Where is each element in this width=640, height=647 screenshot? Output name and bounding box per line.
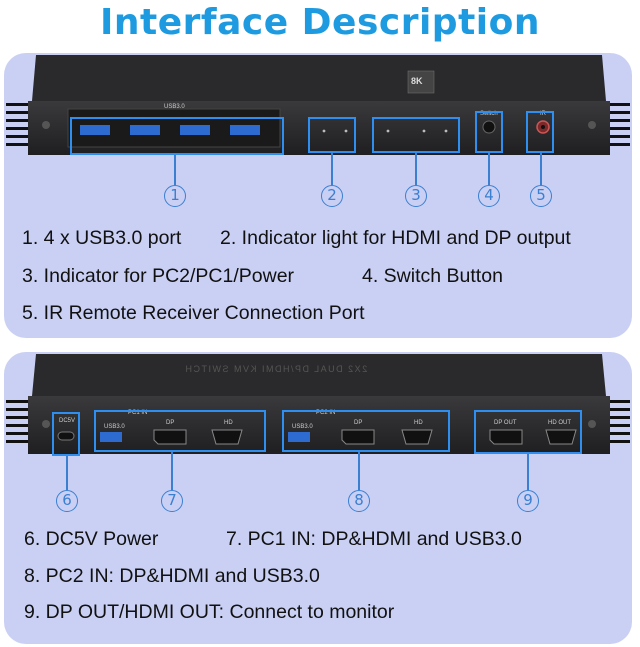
- description-3: 3. Indicator for PC2/PC1/Power: [22, 265, 295, 287]
- leader-line-6: [66, 456, 68, 490]
- switch-callout-box: [475, 111, 503, 153]
- marker-1: 1: [164, 185, 186, 207]
- pc2-label: PC2 IN: [316, 410, 336, 416]
- leader-line-8: [358, 452, 360, 490]
- marker-5: 5: [530, 185, 552, 207]
- front-panel-section: 8K USB3.0 Switch IR 1 2 3 4 5 1. 4 x USB…: [4, 53, 632, 338]
- leader-line-7: [171, 452, 173, 490]
- output-callout-box: [474, 410, 582, 454]
- description-2: 2. Indicator light for HDMI and DP outpu…: [220, 227, 571, 249]
- leader-line-9: [527, 454, 529, 490]
- pc-led-callout-box: [372, 117, 460, 153]
- pc1-hd-label: HD: [224, 420, 233, 426]
- pc2-hd-label: HD: [414, 420, 423, 426]
- badge-8k: 8K: [411, 76, 423, 86]
- leader-line-4: [488, 153, 490, 185]
- usb-group-label: USB3.0: [164, 104, 185, 110]
- pc1-label: PC1 IN: [128, 410, 148, 416]
- device-top-text: 2X2 DUAL DP/HDMI KVM SWITCH: [184, 364, 368, 374]
- marker-9: 9: [517, 490, 539, 512]
- dc-callout-box: [52, 412, 80, 456]
- leader-line-5: [540, 153, 542, 185]
- rear-panel-section: 2X2 DUAL DP/HDMI KVM SWITCH DC5V PC1 IN …: [4, 352, 632, 644]
- description-7: 7. PC1 IN: DP&HDMI and USB3.0: [226, 528, 522, 550]
- marker-2: 2: [321, 185, 343, 207]
- output-led-callout-box: [308, 117, 356, 153]
- dc-label: DC5V: [59, 418, 76, 424]
- usb-callout-box: [70, 117, 284, 155]
- leader-line-2: [331, 153, 333, 185]
- ir-callout-box: [526, 111, 554, 153]
- description-6: 6. DC5V Power: [24, 528, 159, 550]
- marker-6: 6: [56, 490, 78, 512]
- description-4: 4. Switch Button: [362, 265, 503, 287]
- marker-3: 3: [405, 185, 427, 207]
- ir-label: IR: [540, 111, 546, 117]
- pc1-dp-label: DP: [166, 420, 175, 426]
- front-device-illustration: [6, 55, 630, 155]
- pc1-callout-box: [94, 410, 266, 452]
- description-9: 9. DP OUT/HDMI OUT: Connect to monitor: [24, 601, 395, 623]
- pc2-dp-label: DP: [354, 420, 363, 426]
- pc2-usb-label: USB3.0: [292, 424, 313, 430]
- page-title: Interface Description: [100, 2, 540, 43]
- switch-label: Switch: [480, 111, 498, 117]
- marker-8: 8: [348, 490, 370, 512]
- description-1: 1. 4 x USB3.0 port: [22, 227, 182, 249]
- dp-out-label: DP OUT: [494, 420, 517, 426]
- marker-7: 7: [161, 490, 183, 512]
- leader-line-1: [174, 155, 176, 185]
- description-8: 8. PC2 IN: DP&HDMI and USB3.0: [24, 565, 320, 587]
- marker-4: 4: [478, 185, 500, 207]
- pc1-usb-label: USB3.0: [104, 424, 125, 430]
- pc2-callout-box: [282, 410, 450, 452]
- leader-line-3: [415, 153, 417, 185]
- rear-device-illustration: [6, 354, 630, 454]
- description-5: 5. IR Remote Receiver Connection Port: [22, 302, 365, 324]
- hd-out-label: HD OUT: [548, 420, 571, 426]
